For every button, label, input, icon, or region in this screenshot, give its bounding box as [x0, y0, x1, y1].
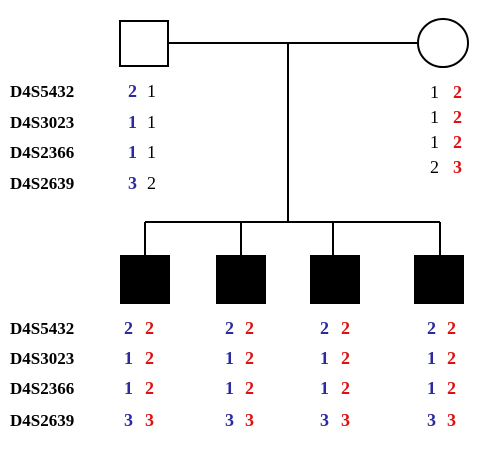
child-allele-a: 3: [124, 410, 133, 430]
child-allele-b: 2: [447, 318, 456, 338]
child-allele-b: 2: [245, 318, 254, 338]
child-allele-a: 3: [225, 410, 234, 430]
father-allele-a: 3: [128, 173, 137, 193]
child-allele-b: 2: [341, 378, 350, 398]
mother-allele-b: 2: [453, 82, 462, 102]
father-marker-labels: D4S5432 D4S3023 D4S2366 D4S2639: [10, 82, 74, 193]
child-allele-a: 1: [225, 378, 234, 398]
child-allele-a: 2: [427, 318, 436, 338]
child-allele-a: 1: [225, 348, 234, 368]
child-3-haplotype: 2 2 1 2 1 2 3 3: [320, 318, 350, 430]
child-allele-a: 1: [427, 378, 436, 398]
child-allele-a: 1: [320, 348, 329, 368]
children-marker-labels: D4S5432 D4S3023 D4S2366 D4S2639: [10, 319, 74, 430]
father-allele-a: 1: [128, 112, 137, 132]
marker-label: D4S5432: [10, 319, 74, 338]
marker-label: D4S2366: [10, 143, 74, 162]
father-allele-b: 1: [147, 112, 156, 132]
child-2-square: [216, 255, 266, 304]
child-allele-a: 2: [320, 318, 329, 338]
mother-allele-a: 2: [430, 157, 439, 177]
marker-label: D4S2366: [10, 379, 74, 398]
child-allele-b: 2: [341, 348, 350, 368]
child-allele-b: 2: [245, 348, 254, 368]
mother-allele-a: 1: [430, 132, 439, 152]
child-1-square: [120, 255, 170, 304]
child-allele-a: 3: [320, 410, 329, 430]
marker-label: D4S3023: [10, 349, 74, 368]
child-allele-b: 2: [341, 318, 350, 338]
child-allele-b: 2: [145, 318, 154, 338]
child-allele-a: 3: [427, 410, 436, 430]
father-allele-a: 1: [128, 142, 137, 162]
mother-allele-b: 2: [453, 132, 462, 152]
mother-allele-b: 2: [453, 107, 462, 127]
father-allele-b: 2: [147, 173, 156, 193]
child-allele-b: 3: [447, 410, 456, 430]
marker-label: D4S5432: [10, 82, 74, 101]
mother-allele-a: 1: [430, 82, 439, 102]
child-allele-a: 2: [124, 318, 133, 338]
child-allele-b: 3: [145, 410, 154, 430]
child-allele-b: 2: [447, 348, 456, 368]
mother-circle: [417, 18, 469, 68]
father-square: [119, 20, 169, 67]
child-allele-b: 3: [341, 410, 350, 430]
child-3-square: [310, 255, 360, 304]
pedigree-lines: [144, 42, 441, 255]
child-4-haplotype: 2 2 1 2 1 2 3 3: [427, 318, 456, 430]
father-allele-b: 1: [147, 81, 156, 101]
child-allele-a: 2: [225, 318, 234, 338]
child-allele-b: 2: [145, 348, 154, 368]
child-2-haplotype: 2 2 1 2 1 2 3 3: [225, 318, 254, 430]
marker-label: D4S2639: [10, 174, 74, 193]
child-1-haplotype: 2 2 1 2 1 2 3 3: [124, 318, 154, 430]
marker-label: D4S3023: [10, 113, 74, 132]
mother-allele-a: 1: [430, 107, 439, 127]
mother-allele-b: 3: [453, 157, 462, 177]
child-allele-a: 1: [124, 348, 133, 368]
child-4-square: [414, 255, 464, 304]
mother-haplotype: 1 2 1 2 1 2 2 3: [430, 82, 462, 177]
child-allele-b: 2: [145, 378, 154, 398]
child-allele-b: 2: [245, 378, 254, 398]
marker-label: D4S2639: [10, 411, 74, 430]
child-allele-a: 1: [320, 378, 329, 398]
child-allele-a: 1: [124, 378, 133, 398]
child-allele-b: 2: [447, 378, 456, 398]
father-haplotype: 2 1 1 1 1 1 3 2: [128, 81, 156, 193]
child-allele-b: 3: [245, 410, 254, 430]
father-allele-b: 1: [147, 142, 156, 162]
father-allele-a: 2: [128, 81, 137, 101]
child-allele-a: 1: [427, 348, 436, 368]
